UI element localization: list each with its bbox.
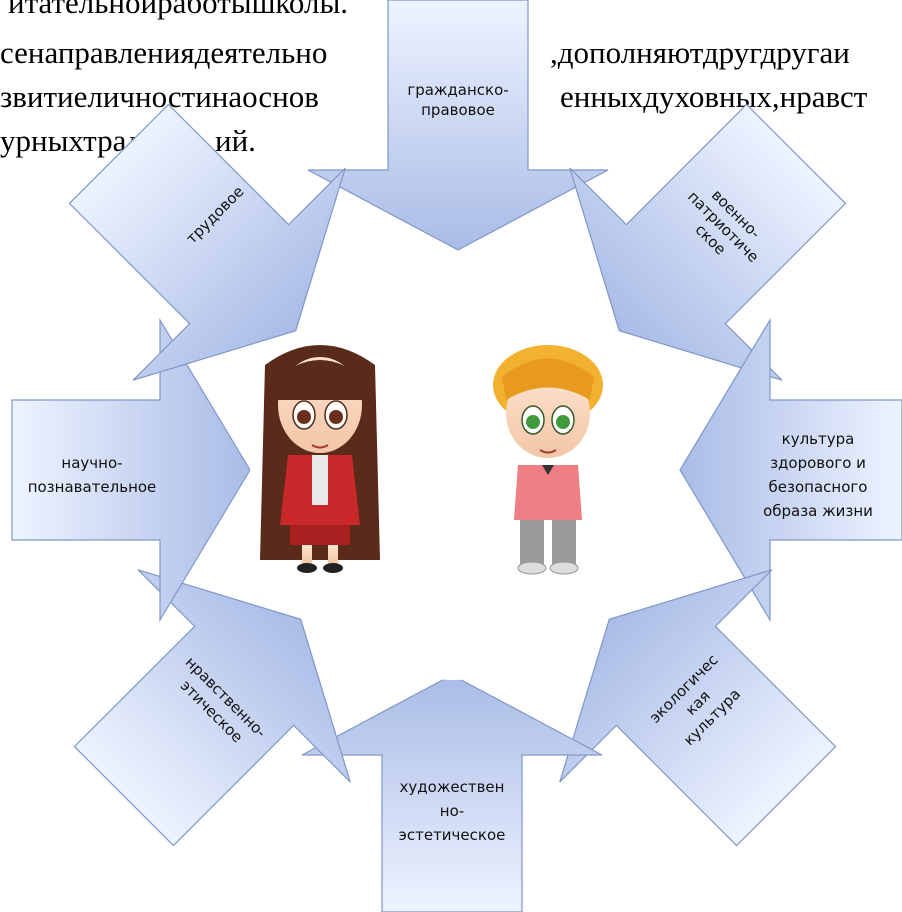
arrow-label-art-3: эстетическое (399, 826, 506, 844)
arrow-artistic-aesthetic (301, 674, 603, 912)
doc-line-6: урныхтрад (0, 123, 143, 158)
arrow-label-healthy-2: здорового и (770, 454, 866, 472)
doc-line-5: енныхдуховных,нравст (560, 79, 868, 114)
arrow-labor (68, 103, 346, 381)
doc-line-1: итательнойработышколы. (8, 0, 349, 20)
arrow-label-science: научно- познавательное (28, 454, 157, 496)
arrow-label-civic-legal-2: правовое (421, 101, 495, 119)
arrow-civic-legal: гражданско- правовое (307, 0, 609, 251)
arrow-military-patriotic: военно- патриотиче ское (569, 103, 847, 381)
doc-line-3: ,дополняютдругдругаи (550, 35, 850, 70)
arrow-label-healthy-3: безопасного (769, 478, 868, 496)
doc-line-2: сенаправлениядеятельно (0, 35, 328, 70)
girl-icon (260, 345, 380, 573)
arrow-label-science-2: познавательное (28, 478, 157, 496)
arrow-ecological-culture (559, 569, 837, 847)
arrow-label-healthy: культура здорового и безопасного образа … (763, 430, 873, 520)
arrow-label-art-2: но- (440, 802, 464, 820)
doc-line-7: ий. (215, 123, 256, 158)
arrow-label-science-1: научно- (61, 454, 122, 472)
arrow-label-art-1: художествен (400, 778, 505, 796)
doc-line-4: звитиеличностинаоснов (0, 79, 319, 114)
arrow-scientific-cognitive (11, 317, 251, 623)
arrow-label-art: художествен но- эстетическое (399, 778, 506, 844)
arrow-label-healthy-1: культура (782, 430, 855, 448)
boy-icon (493, 345, 603, 575)
arrow-label-healthy-4: образа жизни (763, 502, 873, 520)
arrow-moral-ethical (73, 569, 351, 847)
arrow-label-civic-legal-1: гражданско- (407, 81, 508, 99)
arrow-healthy-lifestyle (679, 317, 902, 623)
